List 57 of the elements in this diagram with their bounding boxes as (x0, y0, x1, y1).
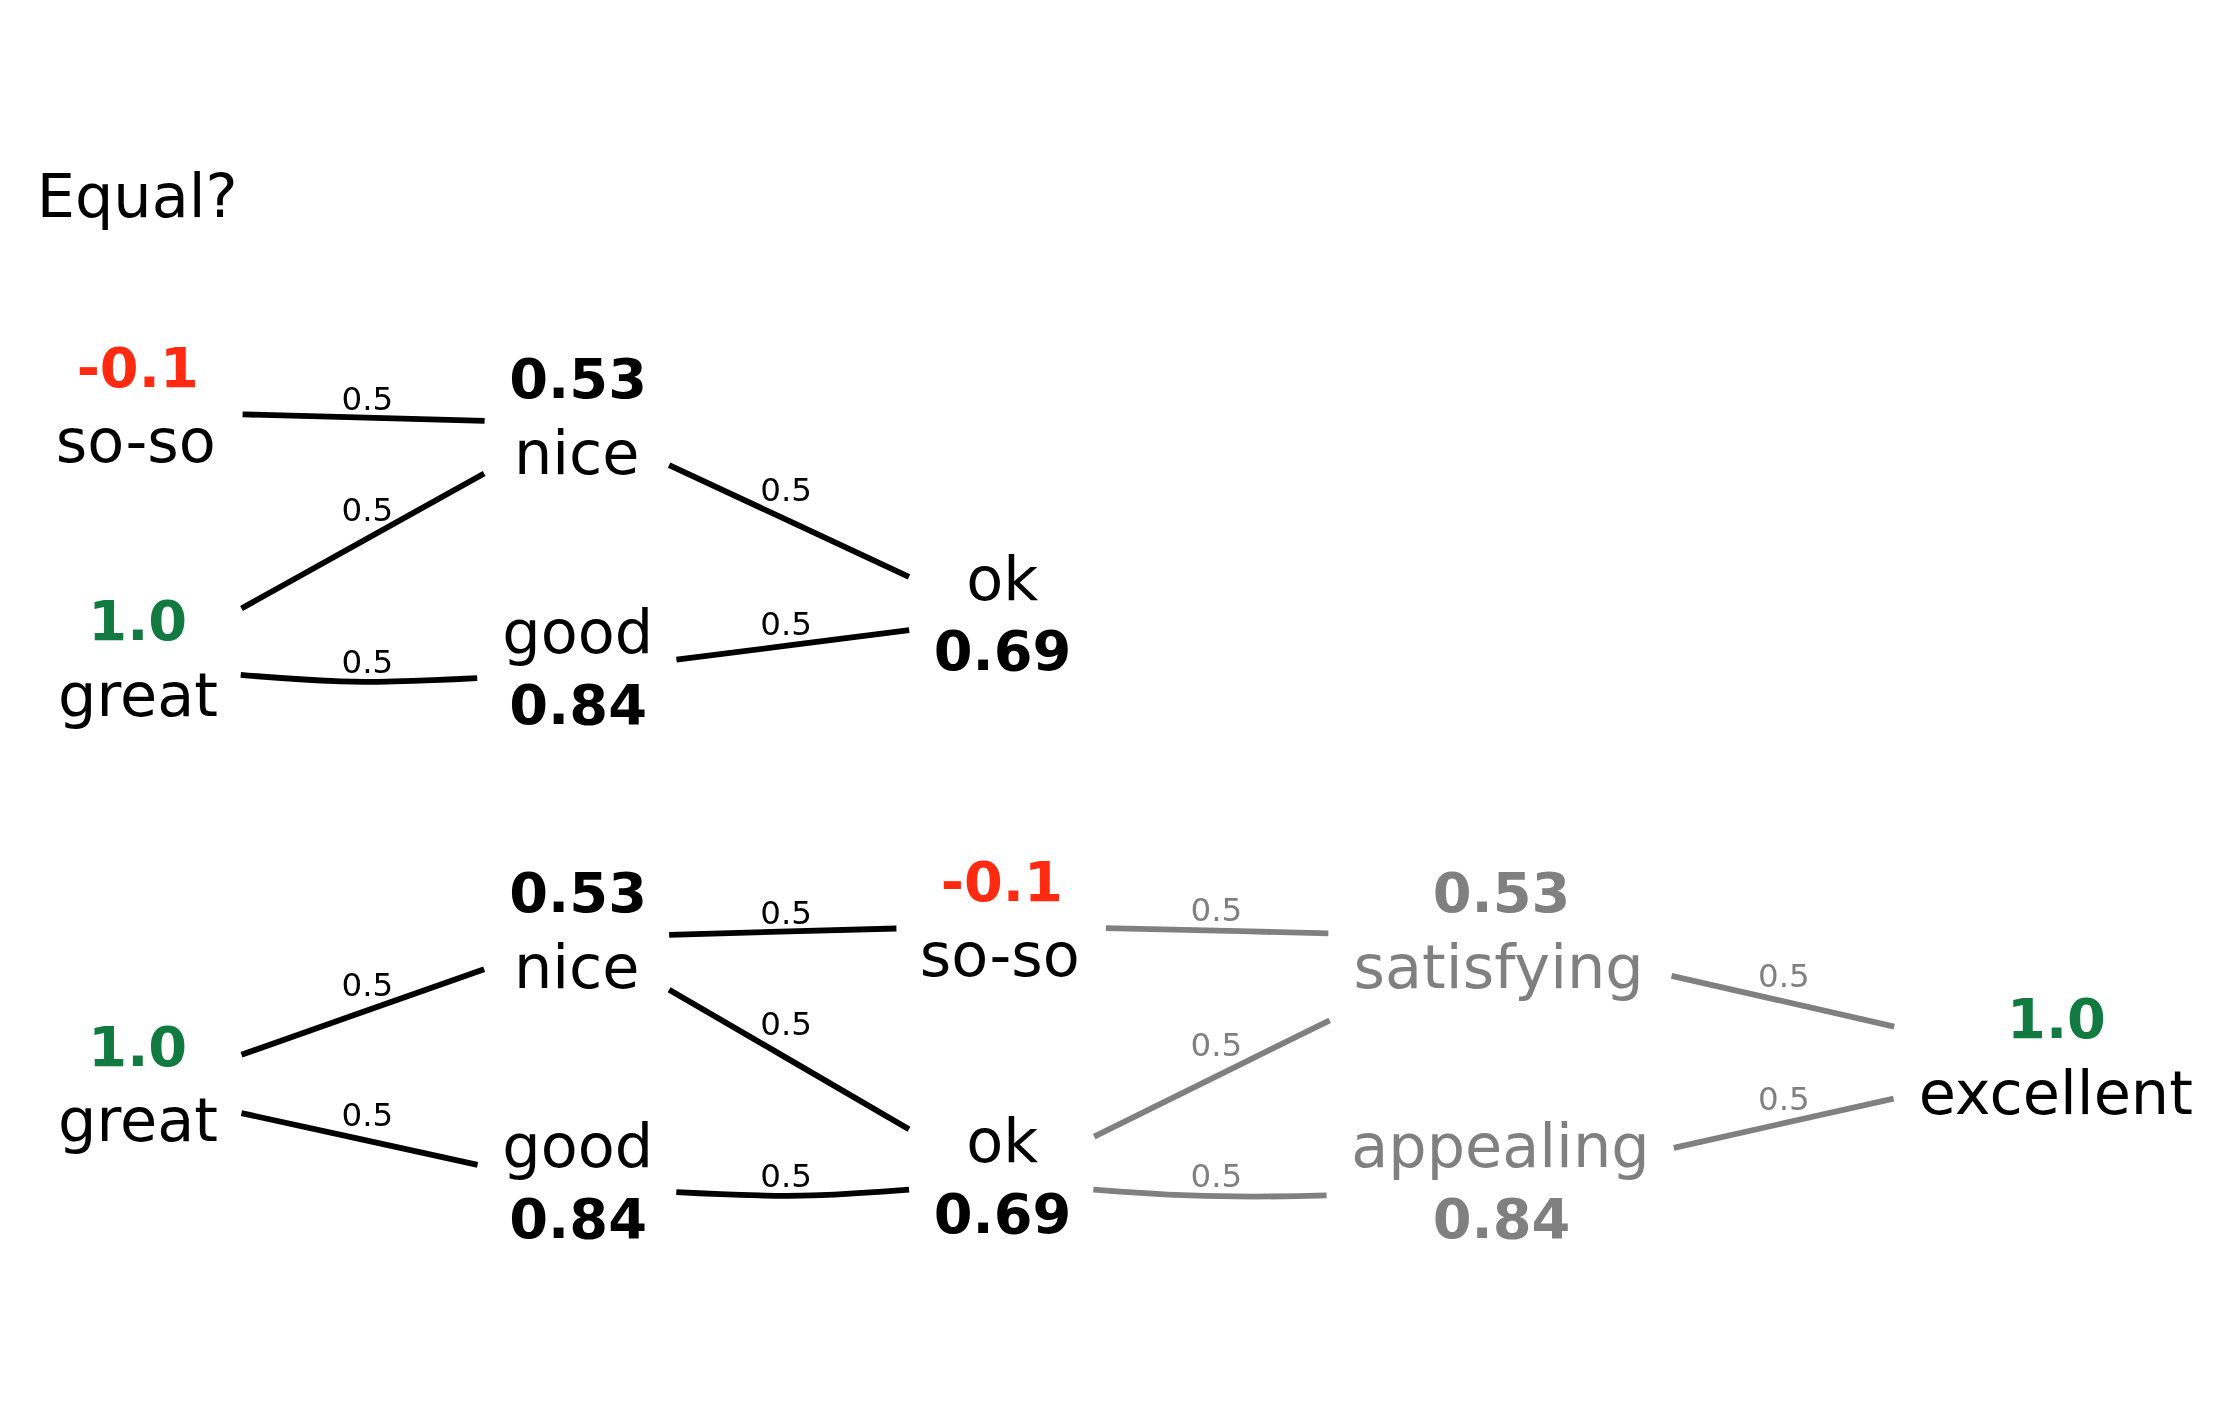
node-text: satisfying (1353, 931, 1644, 1002)
node-text: so-so (919, 920, 1080, 991)
connector (240, 1110, 479, 1168)
node-text: so-so (55, 406, 216, 477)
connector (1105, 925, 1329, 937)
node-text: appealing (1351, 1111, 1650, 1182)
edge-label: 0.5 (760, 605, 812, 644)
connector (1673, 1095, 1895, 1151)
node-label: 0.53 (509, 346, 647, 412)
connector (240, 470, 486, 611)
node-text: good (502, 1111, 654, 1182)
label: Equal? (36, 160, 238, 231)
node-label: 1.0 (88, 1013, 188, 1079)
edge-label: 0.5 (1190, 891, 1243, 930)
node-label: -0.1 (940, 848, 1063, 914)
connector (240, 672, 478, 685)
edge-label: 0.5 (341, 491, 394, 530)
connector (676, 627, 910, 663)
node-label: 0.84 (509, 671, 647, 737)
node-label: 1.0 (2007, 985, 2106, 1051)
node-text: great (58, 659, 218, 730)
connector (676, 1186, 910, 1199)
node-label: 0.69 (933, 618, 1072, 684)
edge-label: 0.5 (1190, 1026, 1243, 1065)
node-label: 0.69 (933, 1181, 1072, 1247)
edge-label: 0.5 (760, 470, 812, 509)
node-text: great (58, 1085, 218, 1156)
node-text: ok (966, 1106, 1039, 1177)
connector (1092, 1017, 1331, 1140)
connector (669, 925, 897, 938)
connector (1093, 1186, 1327, 1200)
node-text: ok (966, 543, 1039, 614)
connector (242, 411, 485, 424)
edge-label: 0.5 (760, 1156, 812, 1195)
node-label: 0.84 (509, 1185, 647, 1251)
node-text: excellent (1918, 1057, 2193, 1128)
node-label: -0.1 (76, 334, 199, 400)
edge-label: 0.5 (760, 893, 812, 932)
connector (667, 987, 911, 1132)
node-label: 0.84 (1432, 1185, 1571, 1251)
connector (240, 966, 486, 1058)
node-label: 0.53 (509, 860, 647, 926)
edge-label: 0.5 (760, 1005, 812, 1044)
node-text: good (502, 597, 654, 668)
edge-label: 0.5 (341, 1096, 394, 1135)
node-text: nice (513, 931, 640, 1002)
node-label: 1.0 (88, 588, 188, 654)
edge-label: 0.5 (341, 642, 394, 681)
connector (667, 462, 911, 580)
edge-label: 0.5 (341, 965, 394, 1004)
edge-label: 0.5 (1757, 956, 1810, 995)
edge-label: 0.5 (1757, 1079, 1810, 1118)
edge-label: 0.5 (341, 379, 394, 418)
connector (1670, 972, 1895, 1030)
edge-label: 0.5 (1190, 1156, 1243, 1195)
node-text: nice (513, 417, 640, 488)
node-label: 0.53 (1432, 860, 1571, 926)
